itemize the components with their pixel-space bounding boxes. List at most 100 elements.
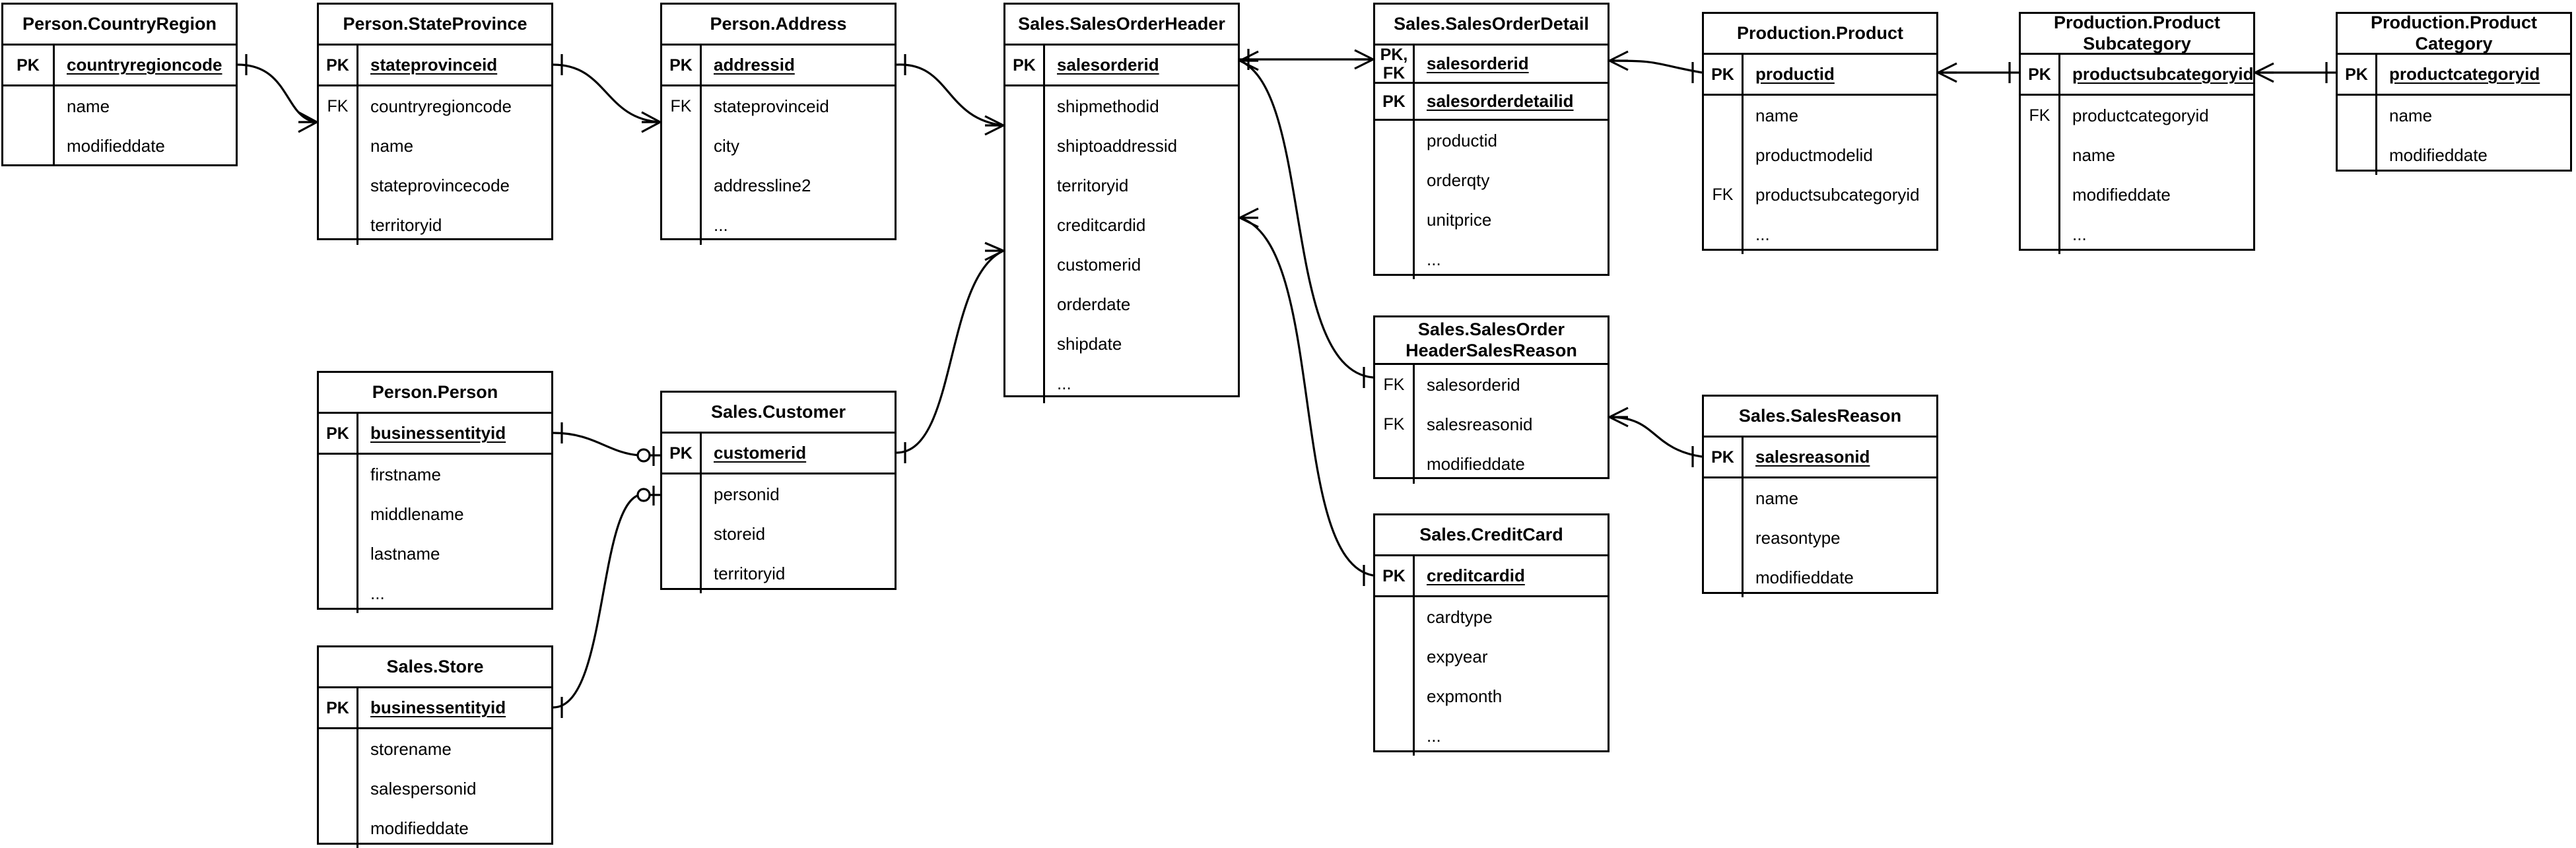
attribute-row[interactable]: ... (319, 573, 551, 613)
attribute-row[interactable]: ... (2021, 214, 2253, 254)
attribute-row[interactable]: expyear (1375, 637, 1608, 676)
attribute-key-label (1704, 558, 1744, 597)
attribute-row[interactable]: name (1704, 478, 1936, 518)
attribute-row[interactable]: shipmethodid (1005, 86, 1238, 126)
attribute-name: middlename (370, 504, 464, 524)
attribute-key-label (319, 729, 358, 769)
attribute-row[interactable]: ... (1005, 364, 1238, 403)
attribute-row[interactable]: ... (1375, 716, 1608, 756)
attribute-name: creditcardid (1057, 214, 1146, 235)
attribute-name: ... (370, 583, 385, 603)
attribute-row[interactable]: firstname (319, 455, 551, 494)
attribute-row[interactable]: name (319, 126, 551, 166)
attribute-row[interactable]: modifieddate (2021, 175, 2253, 214)
attribute-key-label: PK (319, 688, 358, 727)
attribute-row[interactable]: name (2338, 96, 2570, 135)
attribute-row[interactable]: productmodelid (1704, 135, 1936, 175)
attribute-row[interactable]: addressline2 (662, 166, 895, 205)
attribute-row[interactable]: territoryid (319, 205, 551, 245)
attribute-row[interactable]: middlename (319, 494, 551, 534)
entity-title: Production.Product Category (2338, 13, 2570, 55)
attribute-key-label (319, 808, 358, 848)
attribute-row[interactable]: storeid (662, 514, 895, 554)
attribute-name: lastname (370, 543, 440, 564)
attribute-row[interactable]: modifieddate (1704, 558, 1936, 597)
attribute-row[interactable]: name (3, 86, 236, 126)
attribute-row[interactable]: shiptoaddressid (1005, 126, 1238, 166)
attribute-row[interactable]: territoryid (1005, 166, 1238, 205)
attribute-row[interactable]: ... (662, 205, 895, 245)
attribute-row[interactable]: customerid (1005, 245, 1238, 284)
attribute-row[interactable]: orderdate (1005, 284, 1238, 324)
attribute-key-label (1375, 444, 1415, 484)
attribute-row[interactable]: personid (662, 474, 895, 514)
attribute-row[interactable]: stateprovincecode (319, 166, 551, 205)
attribute-row[interactable]: cardtype (1375, 597, 1608, 637)
attribute-name: salesreasonid (1755, 447, 1870, 467)
attribute-row[interactable]: lastname (319, 534, 551, 573)
attribute-key-label (1005, 364, 1045, 403)
attribute-row[interactable]: storename (319, 729, 551, 769)
attribute-row[interactable]: productid (1375, 121, 1608, 160)
attribute-row[interactable]: creditcardid (1005, 205, 1238, 245)
attribute-row[interactable]: orderqty (1375, 160, 1608, 200)
attribute-row[interactable]: modifieddate (3, 126, 236, 166)
attribute-row[interactable]: modifieddate (2338, 135, 2570, 175)
attribute-row[interactable]: reasontype (1704, 518, 1936, 558)
attribute-key-label (1375, 716, 1415, 756)
attribute-name: customerid (714, 443, 807, 463)
attribute-row[interactable]: ... (1375, 240, 1608, 279)
attribute-row[interactable]: shipdate (1005, 324, 1238, 364)
attribute-row[interactable]: name (2021, 135, 2253, 175)
attribute-row[interactable]: name (1704, 96, 1936, 135)
attribute-row[interactable]: modifieddate (319, 808, 551, 848)
attribute-key-label (1005, 284, 1045, 324)
attribute-row[interactable]: modifieddate (1375, 444, 1608, 484)
attribute-row[interactable]: salespersonid (319, 769, 551, 808)
attribute-name: productid (1427, 130, 1497, 150)
entity-title: Sales.SalesOrderHeader (1005, 5, 1238, 46)
attribute-name: name (2389, 105, 2433, 125)
attribute-name: stateprovincecode (370, 175, 510, 195)
attribute-row[interactable]: city (662, 126, 895, 166)
attribute-row[interactable]: unitprice (1375, 200, 1608, 240)
attribute-row[interactable]: ... (1704, 214, 1936, 254)
attribute-key-label (319, 166, 358, 205)
attribute-row[interactable]: territoryid (662, 554, 895, 593)
attribute-row[interactable]: expmonth (1375, 676, 1608, 716)
